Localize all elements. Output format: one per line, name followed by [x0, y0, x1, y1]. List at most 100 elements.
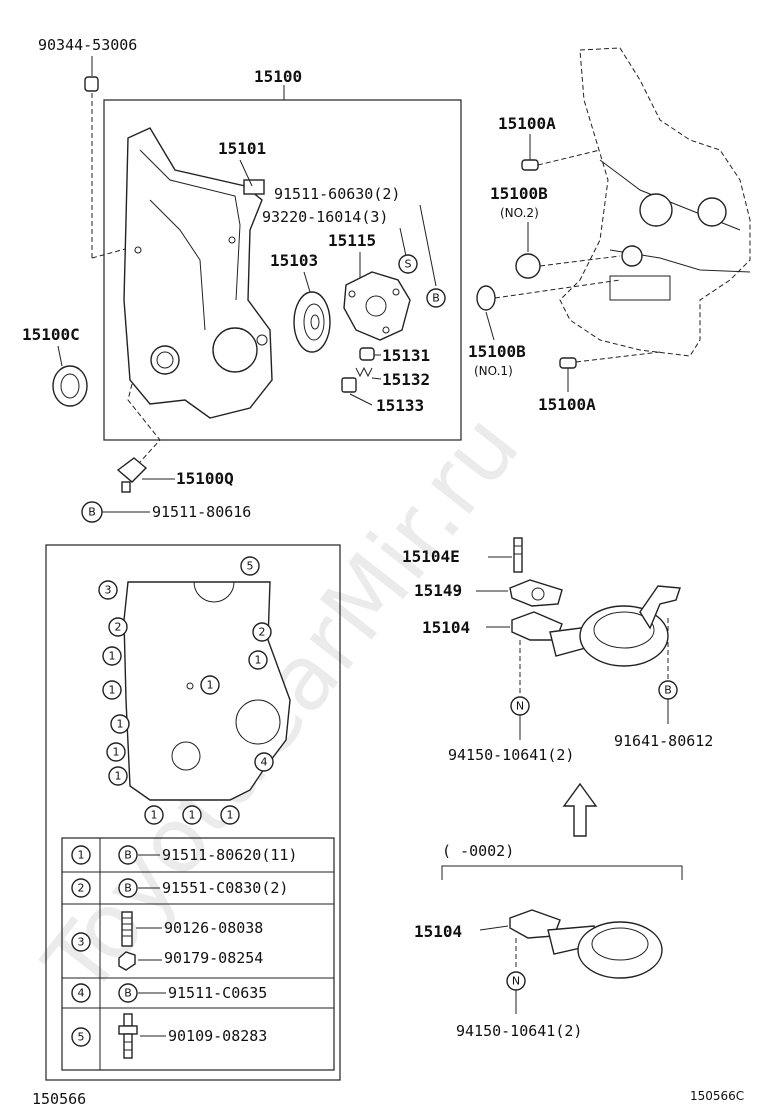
legend-row-1: 1 B 91511-80620(11) [71, 845, 297, 865]
legend-row-4: 4 B 91511-C0635 [71, 983, 267, 1003]
callout-15104-a: 15104 [422, 618, 470, 637]
svg-text:3: 3 [78, 936, 85, 949]
relief-valve-15131 [359, 347, 375, 361]
callout-15115: 15115 [328, 231, 376, 250]
callout-91641-80612: 91641-80612 [614, 732, 713, 750]
date-range-bracket [441, 865, 683, 880]
svg-text:2: 2 [259, 626, 266, 639]
symbol-b-strainer-label: B [664, 684, 672, 697]
engine-bore-1 [639, 193, 673, 227]
svg-text:2: 2 [115, 621, 122, 634]
oil-strainer-15104-b [509, 909, 663, 979]
engine-block-outline [559, 47, 751, 357]
callout-15133: 15133 [376, 396, 424, 415]
up-arrow-icon [562, 782, 598, 837]
plug-15133 [341, 377, 357, 393]
symbol-b-upper [426, 288, 446, 308]
callout-15104E: 15104E [402, 547, 460, 566]
callout-15100B-low: 15100B [468, 342, 526, 361]
callout-91511-80616: 91511-80616 [152, 503, 251, 521]
legend-table [61, 837, 335, 1071]
assembly-15100-frame [103, 99, 462, 441]
svg-text:1: 1 [207, 679, 214, 692]
callout-15101: 15101 [218, 139, 266, 158]
oring-15100B-no2 [515, 253, 541, 279]
oil-pump-cover-15115 [343, 271, 411, 341]
crank-seal-bore [150, 345, 180, 375]
svg-text:1: 1 [151, 809, 158, 822]
label-no1: (NO.1) [474, 364, 513, 378]
cover-bore [212, 327, 258, 373]
svg-text:1: 1 [113, 746, 120, 759]
callout-94150-10641-a: 94150-10641(2) [448, 746, 574, 764]
svg-text:B: B [124, 987, 132, 1000]
svg-text:4: 4 [261, 756, 268, 769]
callout-15100A-top: 15100A [498, 114, 556, 133]
svg-text:90179-08254: 90179-08254 [164, 949, 263, 967]
symbol-n-b-label: N [512, 975, 520, 988]
svg-text:90126-08038: 90126-08038 [164, 919, 263, 937]
svg-text:B: B [124, 882, 132, 895]
date-range-label: ( -0002) [442, 842, 514, 860]
legend-row-5: 5 90109-08283 [71, 1013, 267, 1059]
callout-15149: 15149 [414, 581, 462, 600]
symbol-s-label: S [405, 258, 412, 271]
callout-90344-53006: 90344-53006 [38, 36, 137, 54]
bolt-pattern-frame [45, 544, 341, 1081]
svg-text:91551-C0830(2): 91551-C0830(2) [162, 879, 288, 897]
svg-text:B: B [124, 849, 132, 862]
callout-15131: 15131 [382, 346, 430, 365]
callout-93220-16014: 93220-16014(3) [262, 208, 388, 226]
svg-text:1: 1 [109, 650, 116, 663]
svg-text:5: 5 [78, 1031, 85, 1044]
label-no2: (NO.2) [500, 206, 539, 220]
dowel-15100A-low [559, 357, 577, 369]
svg-text:91511-80620(11): 91511-80620(11) [162, 846, 297, 864]
svg-text:5: 5 [247, 560, 254, 573]
spring-15132 [355, 366, 373, 378]
oil-pump-rotor-15103 [293, 291, 331, 353]
plug-90344 [84, 76, 99, 92]
timing-cover-15101 [123, 127, 273, 419]
footer-right-code: 150566C [690, 1089, 744, 1103]
callout-15132: 15132 [382, 370, 430, 389]
engine-bore-2 [697, 197, 727, 227]
oil-seal-15100C [52, 365, 88, 407]
callout-15104-b: 15104 [414, 922, 462, 941]
symbol-b-bolt-label: B [88, 506, 96, 519]
callout-94150-10641-b: 94150-10641(2) [456, 1022, 582, 1040]
svg-text:1: 1 [227, 809, 234, 822]
legend-row-3: 3 90126-08038 90179-08254 [71, 911, 263, 971]
oring-15100B-no1 [476, 285, 496, 311]
symbol-s [398, 254, 418, 274]
legend-row-2: 2 B 91551-C0830(2) [71, 878, 288, 898]
svg-text:1: 1 [189, 809, 196, 822]
svg-text:3: 3 [105, 584, 112, 597]
gasket-15149 [509, 579, 563, 607]
callout-15100A-low: 15100A [538, 395, 596, 414]
dowel-15100A-top [521, 159, 539, 171]
callout-15100B-top: 15100B [490, 184, 548, 203]
bolt-15100Q [116, 457, 148, 483]
stud-15104E [513, 537, 523, 573]
callout-15100: 15100 [254, 67, 302, 86]
svg-text:90109-08283: 90109-08283 [168, 1027, 267, 1045]
svg-text:1: 1 [109, 684, 116, 697]
callout-91511-60630: 91511-60630(2) [274, 185, 400, 203]
callout-15103: 15103 [270, 251, 318, 270]
cover-tab [243, 179, 265, 195]
callout-15100C: 15100C [22, 325, 80, 344]
svg-text:91511-C0635: 91511-C0635 [168, 984, 267, 1002]
bolt-markers: 5 3 2 2 1 1 1 1 1 1 4 1 1 1 1 [98, 556, 274, 825]
svg-text:1: 1 [115, 770, 122, 783]
oil-strainer-15104-a [511, 585, 681, 667]
symbol-b-upper-label: B [432, 292, 440, 305]
engine-bore-3 [621, 245, 643, 267]
svg-text:1: 1 [117, 718, 124, 731]
footer-left-code: 150566 [32, 1090, 86, 1108]
svg-text:4: 4 [78, 987, 85, 1000]
svg-text:1: 1 [255, 654, 262, 667]
symbol-n-a-label: N [516, 700, 524, 713]
callout-15100Q: 15100Q [176, 469, 234, 488]
